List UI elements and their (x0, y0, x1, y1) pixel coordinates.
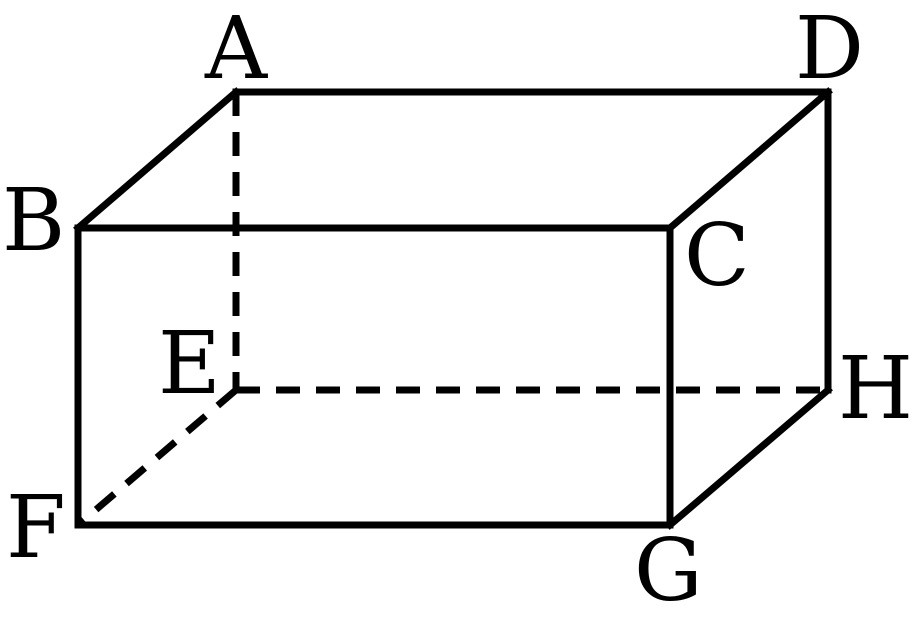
edge-DC (665, 87, 833, 233)
vertex-label-H: H (838, 339, 913, 439)
edge-GH (665, 385, 833, 530)
vertex-label-F: F (6, 478, 66, 578)
vertex-label-A: A (204, 0, 268, 99)
vertex-label-G: G (634, 521, 703, 621)
edge-AB (73, 87, 241, 233)
vertex-label-C: C (684, 206, 750, 306)
edge-EF (75, 387, 239, 528)
vertex-label-B: B (2, 171, 65, 271)
vertex-label-D: D (795, 0, 864, 99)
vertex-label-E: E (158, 314, 221, 414)
